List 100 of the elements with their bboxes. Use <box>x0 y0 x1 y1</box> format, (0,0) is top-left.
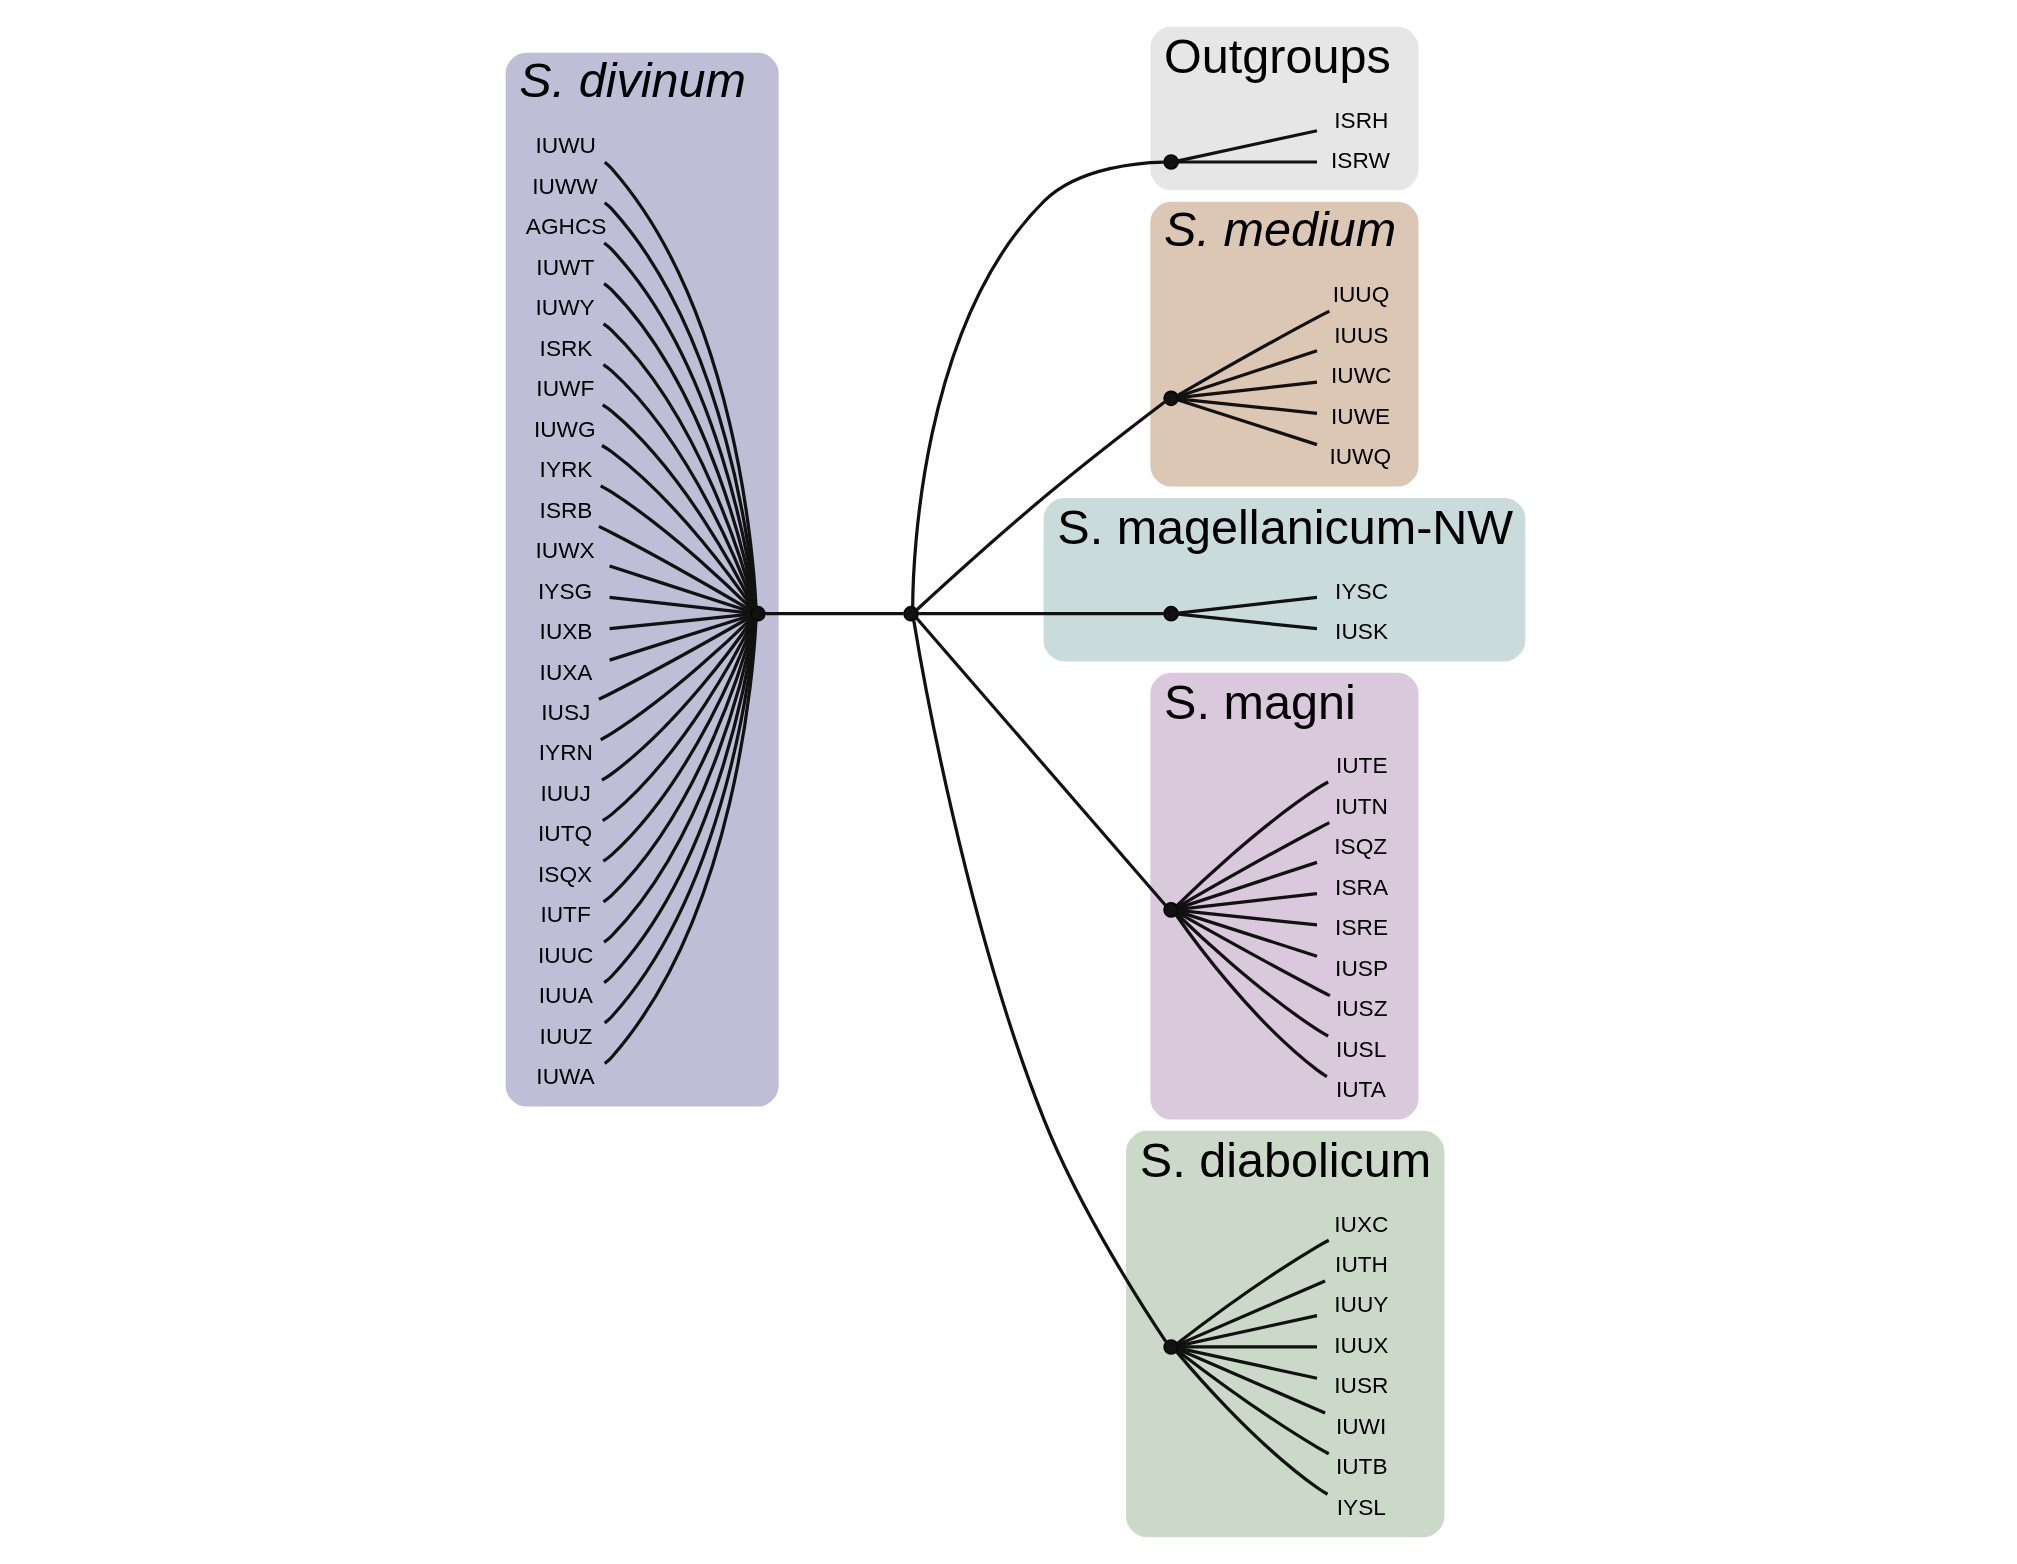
connector <box>608 595 751 615</box>
connector <box>600 444 754 610</box>
connector <box>915 617 1167 907</box>
connector <box>1175 1350 1328 1496</box>
connector <box>1177 129 1317 163</box>
connector <box>600 617 754 782</box>
connector <box>1177 908 1317 927</box>
node-text: ISQZ <box>1333 833 1387 860</box>
connector <box>608 564 751 614</box>
node-text: IYSL <box>1336 1493 1386 1520</box>
node-text: IUWF <box>535 375 594 402</box>
node-text: IUWU <box>535 132 596 159</box>
connector <box>601 403 755 609</box>
node-text: IUSK <box>1334 618 1388 645</box>
node-text: IUWA <box>535 1063 595 1090</box>
connector <box>608 613 751 662</box>
node-text: IUWT <box>535 253 594 280</box>
node-point <box>1162 154 1179 170</box>
node-text: IYSC <box>1334 577 1388 604</box>
node-text: IUWI <box>1335 1412 1386 1439</box>
node-text: IUWX <box>535 537 595 564</box>
node-text: IUUZ <box>539 1022 592 1049</box>
connector <box>599 484 753 611</box>
connector <box>918 612 1164 616</box>
connector <box>1177 398 1317 447</box>
node-text: IUTH <box>1334 1251 1388 1278</box>
node-point <box>1162 1339 1179 1355</box>
connector <box>1177 380 1317 400</box>
connector <box>1176 1347 1326 1415</box>
connector <box>597 615 752 701</box>
node-text: AGHCS <box>525 213 606 240</box>
node-text: IUXB <box>539 618 592 645</box>
node-text: IUSZ <box>1335 995 1388 1022</box>
node-text: IUWW <box>531 172 598 199</box>
connector <box>1176 911 1331 998</box>
connector <box>911 620 1167 1343</box>
node-text: ISRB <box>539 496 592 523</box>
node-point <box>1162 605 1179 622</box>
node-text: IUTE <box>1335 752 1388 779</box>
connector <box>1175 780 1329 907</box>
node-text: IYRN <box>538 739 593 766</box>
node-text: ISRH <box>1333 106 1388 133</box>
node-text: IUUC <box>537 941 593 968</box>
node-text: IUUA <box>538 982 593 1009</box>
node-text: IUWC <box>1330 362 1391 389</box>
node-text: IUXC <box>1333 1210 1388 1237</box>
node-text: IUUQ <box>1332 281 1389 308</box>
node-text: IUTB <box>1335 1453 1388 1480</box>
connector <box>1177 160 1317 164</box>
node-text: IUWQ <box>1328 443 1391 470</box>
connector <box>1175 912 1329 1038</box>
node-text: IUXA <box>539 658 592 685</box>
connector <box>1177 349 1317 399</box>
node-point <box>1162 390 1179 407</box>
node-text: IUUS <box>1333 321 1388 348</box>
node-text: IUTA <box>1335 1076 1386 1103</box>
node-text: IYSG <box>537 577 592 604</box>
node-point <box>749 605 766 622</box>
connector <box>608 612 751 631</box>
connector <box>1177 860 1317 910</box>
connector <box>597 524 752 613</box>
connector <box>1177 397 1317 415</box>
connector <box>1177 910 1317 958</box>
node-text: IUUY <box>1333 1291 1388 1318</box>
node-text: IYRK <box>539 456 592 483</box>
node-text: IUWE <box>1330 402 1390 429</box>
node-text: IUUJ <box>539 779 591 806</box>
connector <box>915 400 1166 611</box>
connector <box>1177 1346 1317 1380</box>
node-point <box>902 605 919 622</box>
connector <box>1176 821 1330 909</box>
node-text: IUWY <box>535 294 595 321</box>
connector <box>1176 1349 1330 1456</box>
node-text: IUTF <box>539 901 591 928</box>
node-text: ISQX <box>537 860 592 887</box>
node-text: IUSJ <box>540 699 590 725</box>
connector <box>1177 595 1317 615</box>
node-text: IUWG <box>533 415 596 442</box>
node-text: ISRW <box>1330 146 1390 173</box>
node-text: ISRK <box>539 334 592 361</box>
connector <box>1176 1279 1326 1347</box>
node-point <box>1162 902 1179 918</box>
node-text: ISRA <box>1334 873 1388 900</box>
node-text: IUUX <box>1333 1331 1388 1358</box>
node-text: IUSR <box>1333 1372 1388 1399</box>
node-text: IUSP <box>1334 954 1388 981</box>
connector <box>1177 892 1317 911</box>
node-text: IUSL <box>1335 1035 1386 1062</box>
connector <box>601 618 755 823</box>
node-text: IUTN <box>1334 792 1388 819</box>
connector <box>1176 1238 1330 1345</box>
connector <box>599 616 753 742</box>
connector <box>1174 914 1328 1078</box>
node-text: ISRE <box>1334 914 1388 941</box>
connector <box>764 612 904 616</box>
connector <box>910 160 1164 607</box>
node-text: IUTQ <box>537 820 592 847</box>
connector <box>1177 612 1317 631</box>
connector <box>1176 309 1330 397</box>
connector <box>1177 1314 1317 1348</box>
